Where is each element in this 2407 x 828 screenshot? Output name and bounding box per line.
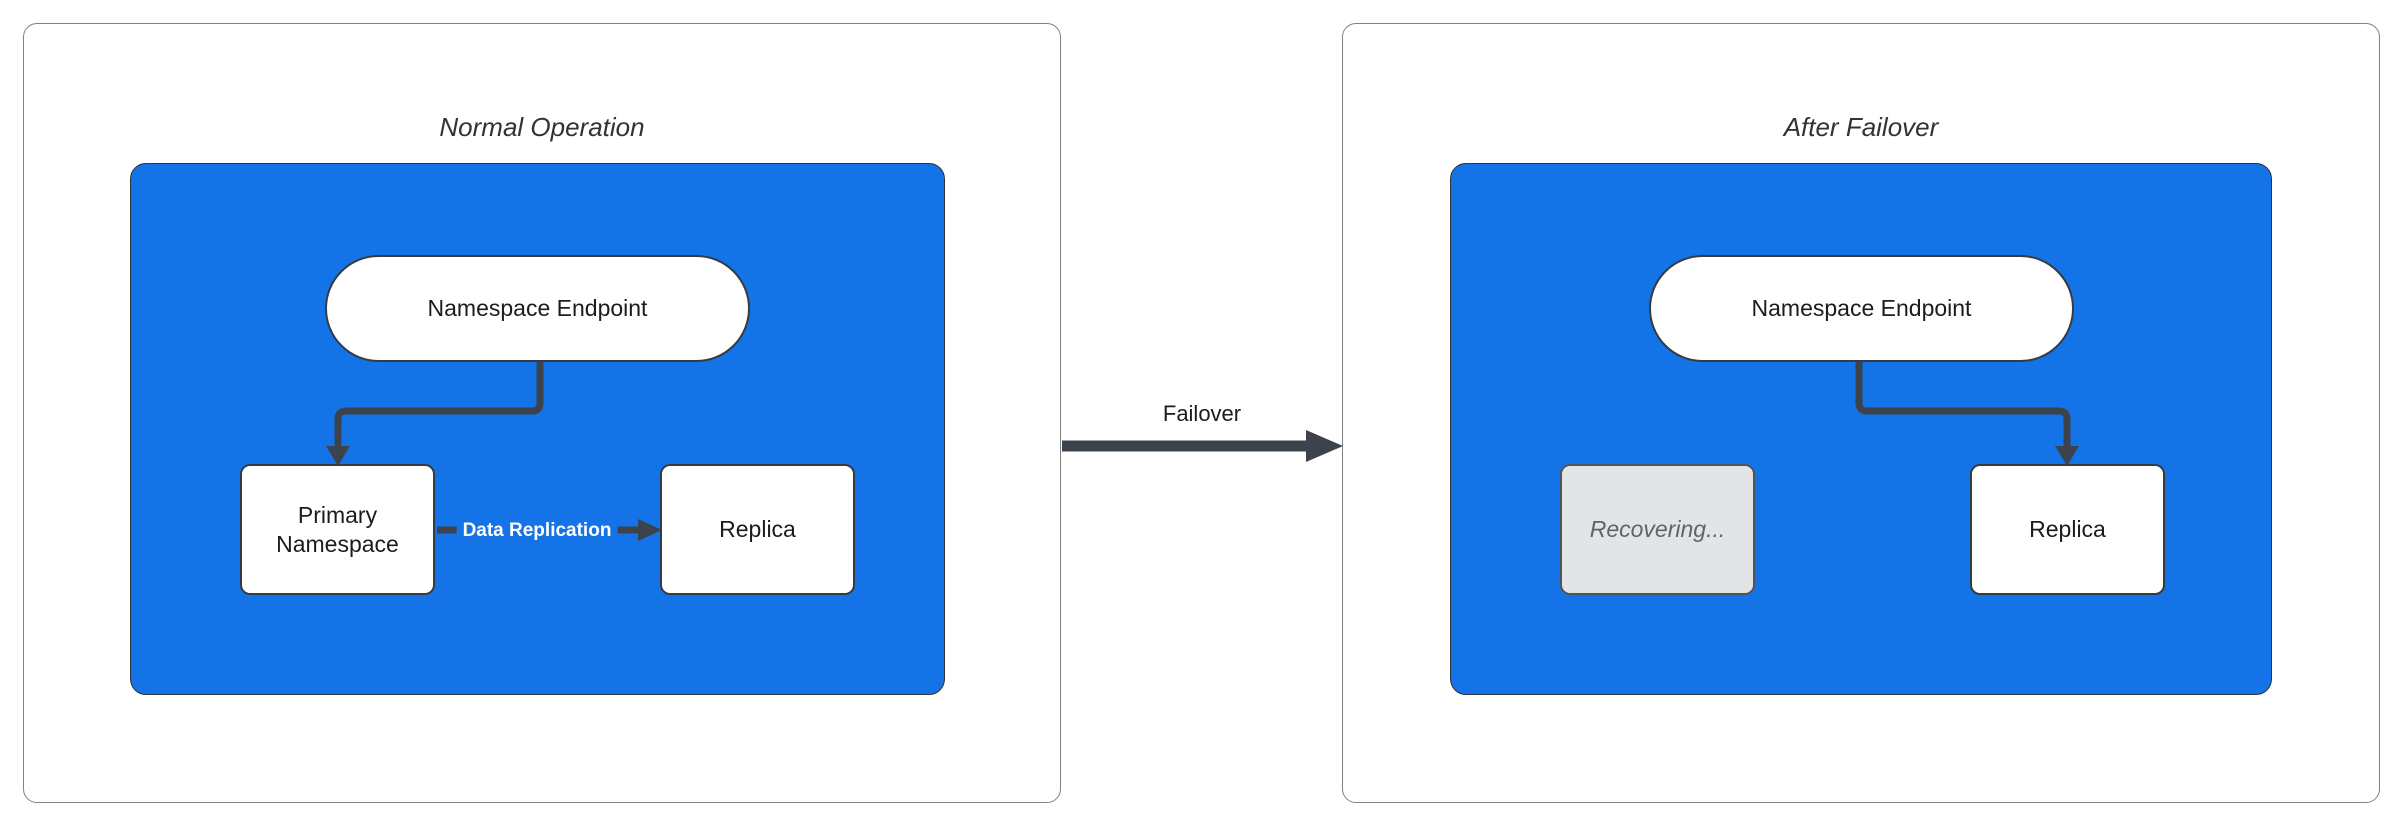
replica-node-failover: Replica [1970,464,2165,595]
cluster-box-normal [130,163,945,695]
namespace-endpoint-label: Namespace Endpoint [1751,295,1972,322]
panel-title: After Failover [1783,112,1939,142]
replica-node-normal: Replica [660,464,855,595]
data-replication-label: Data Replication [456,518,618,544]
replica-label: Replica [2029,516,2106,543]
recovering-label: Recovering... [1589,516,1726,543]
namespace-endpoint-label: Namespace Endpoint [427,295,648,322]
cluster-box-failover [1450,163,2272,695]
replica-label: Replica [719,516,796,543]
namespace-endpoint-node: Namespace Endpoint [325,255,750,362]
failover-label: Failover [1154,401,1250,427]
namespace-endpoint-node-failover: Namespace Endpoint [1649,255,2074,362]
panel-title: Normal Operation [439,112,645,142]
primary-namespace-node: Primary Namespace [240,464,435,595]
recovering-node: Recovering... [1560,464,1755,595]
failover-arrowhead [1306,430,1343,462]
primary-namespace-label: Primary Namespace [276,501,399,557]
